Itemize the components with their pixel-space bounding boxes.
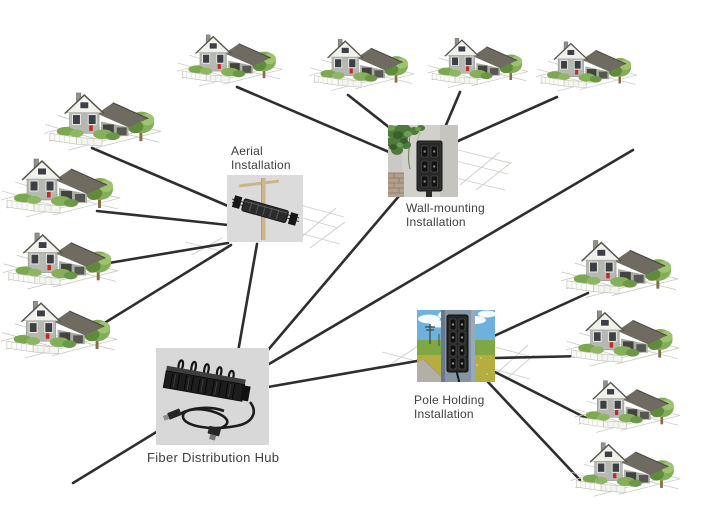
- pole-holding-label: Pole Holding Installation: [414, 393, 485, 421]
- label-line: Aerial: [231, 144, 263, 158]
- label-line: Installation: [414, 406, 474, 421]
- fiber-cable-house-left-4-to-aerial: [96, 243, 233, 329]
- fiber-lines-layer: [71, 85, 635, 485]
- fiber-cable-house-left-1-to-aerial: [90, 146, 230, 208]
- house-right-1-illustration: [561, 239, 679, 299]
- fiber-cable-house-top-2-to-wall: [346, 93, 392, 130]
- label-line: Installation: [231, 157, 291, 172]
- house-top-4-illustration: [536, 41, 638, 92]
- pole-cabinet-icon: [417, 310, 495, 382]
- pole-holding-panel: [417, 310, 495, 382]
- fiber-cable-house-left-3-to-aerial: [101, 241, 230, 266]
- fiber-cable-house-top-1-to-wall: [235, 85, 391, 154]
- fiber-distribution-hub-panel: [156, 348, 269, 445]
- fiber-cable-pole-to-house-right-1: [492, 291, 590, 338]
- label-line: Wall-mounting: [406, 201, 485, 215]
- house-top-3-illustration: [427, 37, 529, 89]
- fiber-cable-house-top-3-to-wall: [444, 90, 462, 127]
- house-left-4-illustration: [1, 300, 118, 359]
- aerial-installation-label: Aerial Installation: [231, 144, 291, 172]
- label-line: Fiber Distribution Hub: [147, 450, 280, 465]
- label-line: Pole Holding: [414, 393, 485, 407]
- house-left-3-illustration: [3, 232, 119, 290]
- fiber-cable-hub-to-feeder-northeast: [267, 148, 635, 366]
- fiber-cable-wall-to-hub: [266, 194, 401, 352]
- fiber-cable-house-top-4-to-wall: [456, 95, 559, 143]
- wall-cabinet-icon: [388, 125, 458, 197]
- house-right-4-illustration: [570, 442, 682, 497]
- fiber-cable-hub-to-pole: [266, 359, 419, 389]
- house-top-2-illustration: [309, 38, 415, 92]
- fiber-cable-hub-to-feeder-southwest: [71, 429, 160, 485]
- fiber-cable-pole-to-house-right-2: [493, 354, 587, 360]
- house-left-1-illustration: [44, 92, 162, 151]
- fiber-cable-pole-to-house-right-3: [493, 370, 588, 420]
- aerial-installation-panel: [227, 175, 303, 242]
- house-left-2-illustration: [1, 158, 121, 218]
- house-right-3-illustration: [573, 380, 681, 433]
- wall-mounting-panel: [388, 125, 458, 197]
- fiber-cable-aerial-to-hub: [236, 242, 259, 354]
- fiber-hub-icon: [156, 348, 269, 445]
- aerial-closure-icon: [227, 175, 303, 242]
- house-top-1-illustration: [177, 34, 283, 87]
- fiber-cable-pole-to-house-right-4: [486, 380, 582, 482]
- fiber-cable-house-left-2-to-aerial: [95, 209, 230, 227]
- street-grid-decoration: [184, 149, 535, 381]
- label-line: Installation: [406, 214, 466, 229]
- wall-mounting-label: Wall-mounting Installation: [406, 201, 485, 229]
- fiber-distribution-hub-label: Fiber Distribution Hub: [147, 451, 279, 465]
- house-right-2-illustration: [565, 310, 680, 367]
